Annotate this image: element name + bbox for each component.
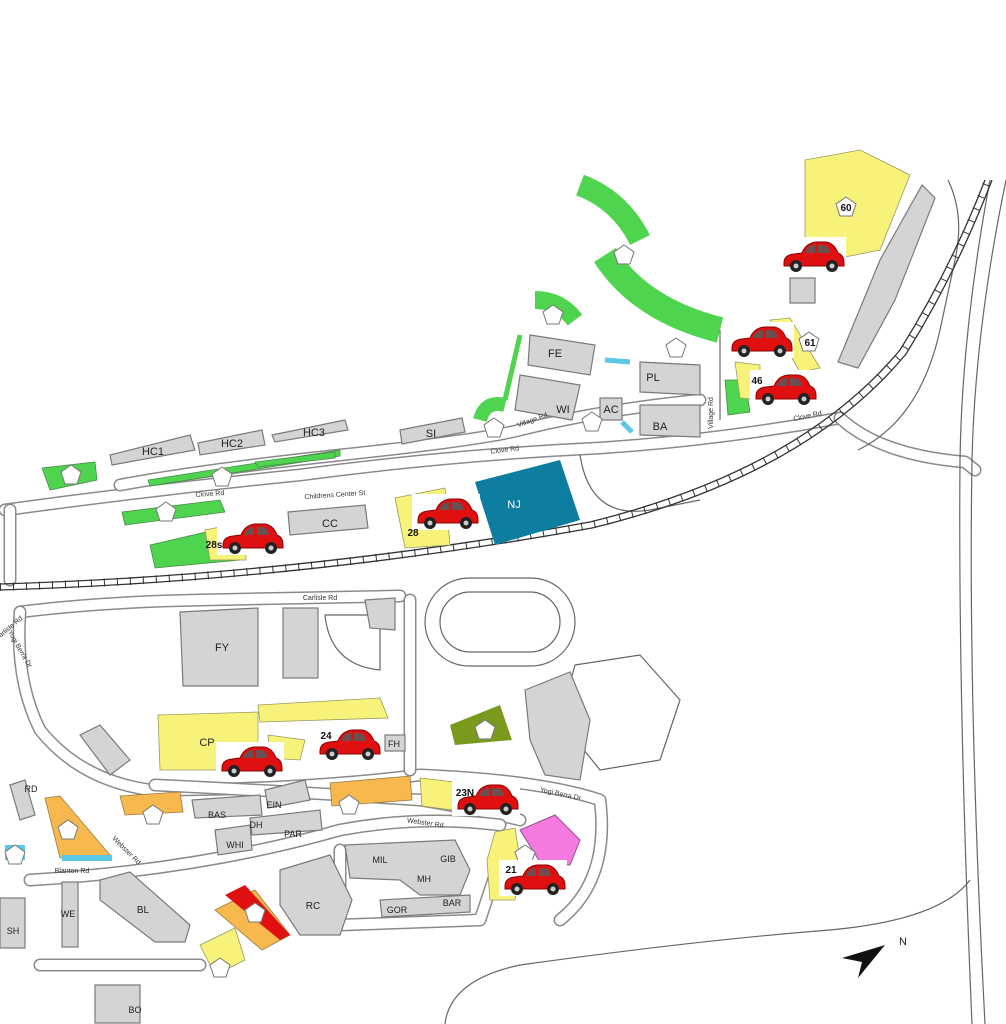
track-infield	[439, 591, 561, 653]
road-label-carlisle-rd: Carlisle Rd	[303, 595, 337, 602]
building-label-bo: BO	[128, 1005, 141, 1015]
building-nj	[475, 460, 580, 545]
building-label-gib: GIB	[440, 854, 456, 864]
road-label-blanton-rd: Blanton Rd	[55, 868, 90, 875]
lot-number-23n: 23N	[456, 788, 474, 799]
building-label-fy: FY	[215, 642, 230, 654]
building-label-hc2: HC2	[221, 438, 243, 450]
building-label-si: SI	[426, 428, 436, 440]
building-label-par: PAR	[284, 829, 302, 839]
building-label-bar: BAR	[443, 898, 462, 908]
building-label-hc1: HC1	[142, 446, 164, 458]
pentagon-marker-icon	[665, 337, 687, 358]
buildings	[0, 184, 936, 1024]
road-label-village-rd: Village Rd	[708, 397, 715, 429]
lot-number-46: 46	[751, 376, 763, 387]
building-label-bl: BL	[137, 905, 150, 916]
north-arrow-icon	[842, 945, 885, 978]
pentagon-marker-icon	[613, 244, 635, 265]
north-arrow: N	[842, 936, 907, 978]
building-label-fh: FH	[388, 739, 400, 749]
building-label-nj: NJ	[507, 499, 520, 511]
building-label-dh: DH	[250, 820, 263, 830]
car-icon	[411, 493, 481, 531]
road-label-childrens-center-st: Childrens Center St	[304, 490, 365, 501]
north-label: N	[899, 936, 907, 948]
lot-number-60: 60	[840, 203, 852, 214]
running-track	[424, 577, 576, 667]
building-label-rd: RD	[25, 784, 38, 794]
road-label-webster-rd: Webster Rd	[111, 835, 142, 866]
road-label-clove-rd: Clove Rd	[195, 490, 224, 499]
building-label-ac: AC	[603, 404, 618, 416]
building-label-hc3: HC3	[303, 427, 325, 439]
building-label-fe: FE	[548, 348, 562, 360]
railway	[0, 178, 993, 591]
pentagon-marker-icon	[155, 501, 177, 522]
building-label-whi: WHI	[226, 840, 244, 850]
building-label-ein: EIN	[266, 800, 281, 810]
building-label-mh: MH	[417, 874, 431, 884]
building-label-mil: MIL	[372, 855, 387, 865]
lot-number-24: 24	[320, 731, 332, 742]
car-icon	[215, 741, 285, 779]
tennis-courts	[282, 607, 319, 679]
car-icon	[725, 321, 795, 359]
building-label-gor: GOR	[387, 905, 408, 915]
lot-number-28s: 28s	[206, 540, 223, 551]
building-label-sh: SH	[7, 926, 20, 936]
car-icon	[777, 236, 847, 274]
building-label-bas: BAS	[208, 810, 226, 820]
building-label-pl: PL	[646, 372, 659, 384]
softball-field	[324, 614, 381, 671]
building-label-rc: RC	[306, 901, 320, 912]
building-label-wi: WI	[556, 404, 569, 416]
road-label-clove-rd: Clove Rd	[490, 445, 520, 455]
building-label-cc: CC	[322, 518, 338, 530]
lot-number-28: 28	[407, 528, 419, 539]
lot-number-61: 61	[804, 338, 816, 349]
lot-number-21: 21	[505, 865, 517, 876]
building-label-ba: BA	[653, 421, 668, 433]
building-label-we: WE	[61, 909, 76, 919]
car-icon	[216, 518, 286, 556]
building-label-cp: CP	[199, 737, 214, 749]
